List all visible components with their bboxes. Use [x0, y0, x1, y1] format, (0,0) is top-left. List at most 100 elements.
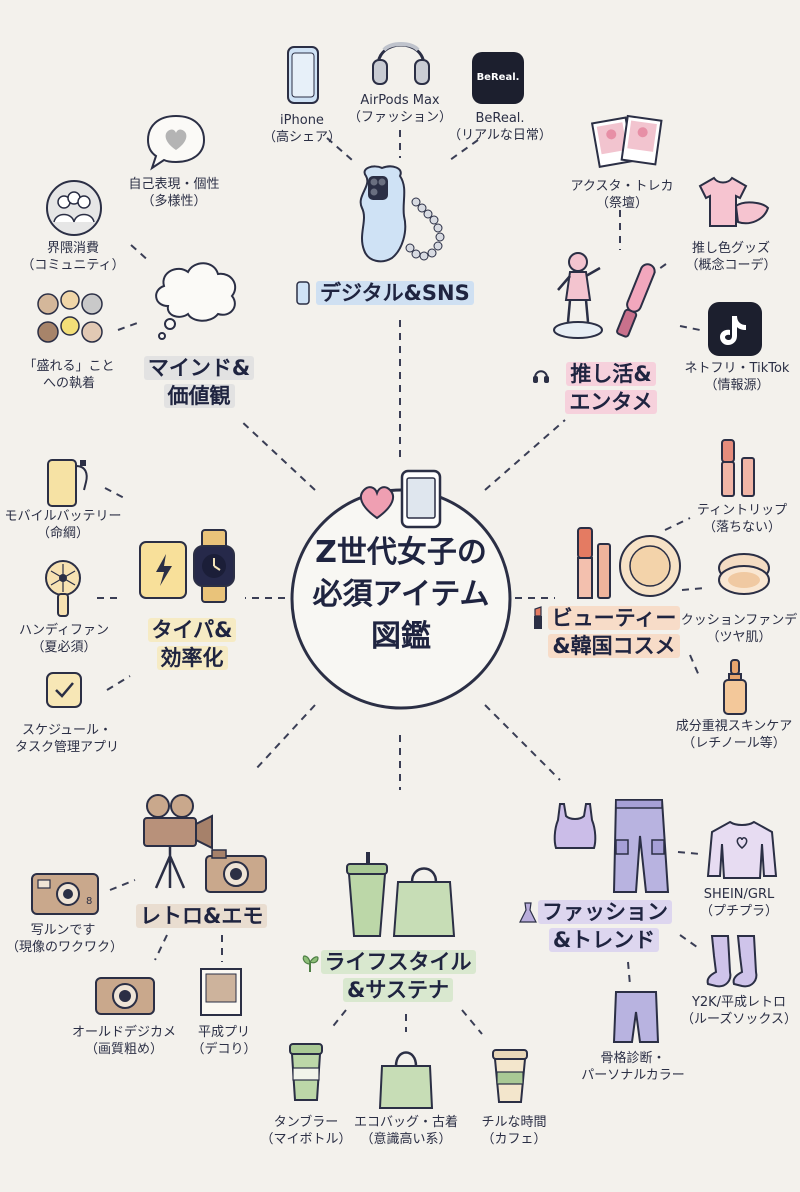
item-oldcam-note: （画質粗め）	[84, 1042, 163, 1057]
category-retro: レトロ&エモ	[136, 902, 268, 930]
item-purikura-note: （デコり）	[191, 1042, 257, 1057]
pink-tshirt-icon	[698, 176, 770, 227]
item-color-note: パーソナルカラー	[581, 1068, 685, 1083]
item-utsurun: 写ルンです （現像のワクワク）	[6, 922, 124, 956]
item-tiktok-note: （情報源）	[704, 378, 770, 393]
handy-fan-icon	[45, 560, 81, 617]
item-moreru-name: 「盛れる」こと	[23, 359, 115, 374]
category-taipa-label-2: 効率化	[156, 646, 228, 670]
category-fashion-label-2: &トレンド	[548, 928, 660, 952]
item-acsta: アクスタ・トレカ （祭壇）	[567, 178, 677, 212]
item-tiktok-name: ネトフリ・TikTok	[684, 361, 790, 376]
item-y2k-name: Y2K/平成レトロ	[691, 995, 787, 1010]
serum-bottle-icon	[723, 659, 747, 715]
title-line-2: 必須アイテム	[312, 577, 490, 612]
item-bereal-note: （リアルな日常）	[448, 128, 552, 143]
item-selfexp-name: 自己表現・個性	[128, 177, 220, 192]
category-mind-label-1: マインド&	[143, 356, 255, 380]
item-chill-note: （カフェ）	[481, 1132, 547, 1147]
category-retro-label: レトロ&エモ	[136, 904, 268, 928]
item-tumbler-name: タンブラー	[273, 1115, 339, 1130]
cosmetics-set-icon	[577, 527, 681, 599]
item-shein: SHEIN/GRL （プチプラ）	[684, 886, 794, 920]
item-airpods-note: （ファッション）	[347, 110, 452, 125]
item-chill: チルな時間 （カフェ）	[466, 1114, 562, 1148]
item-selfexp: 自己表現・個性 （多様性）	[118, 176, 230, 210]
bereal-logo-text: BeReal.	[476, 72, 520, 83]
headphones-icon	[372, 42, 430, 85]
acrylic-stand-icon	[553, 252, 603, 339]
item-iphone-note: （高シェア）	[262, 130, 341, 145]
item-fan-name: ハンディファン	[18, 623, 110, 638]
item-community-note: （コミュニティ）	[21, 258, 125, 273]
item-community-name: 界隈消費	[46, 241, 99, 256]
phone-small-icon	[296, 281, 310, 305]
category-lifestyle-label-1: ライフスタイル	[320, 950, 476, 974]
title-line-3: 図鑑	[371, 619, 431, 654]
item-airpods-name: AirPods Max	[360, 93, 440, 108]
item-tumbler-note: （マイボトル）	[260, 1132, 352, 1147]
item-skincare-note: （レチノール等）	[682, 736, 786, 751]
item-ecobag: エコバッグ・古着 （意識高い系）	[348, 1114, 464, 1148]
people-faces-icon	[37, 290, 103, 343]
item-selfexp-note: （多様性）	[141, 194, 207, 209]
smartwatch-icon	[193, 529, 235, 603]
category-beauty-label-1: ビューティー	[547, 606, 681, 630]
item-oldcam-name: オールドデジカメ	[71, 1025, 176, 1040]
sprout-icon	[302, 955, 319, 972]
item-tiktok: ネトフリ・TikTok （情報源）	[676, 360, 798, 394]
category-taipa-label-1: タイパ&	[147, 618, 237, 642]
phone-case-icon	[359, 165, 445, 263]
item-acsta-note: （祭壇）	[595, 196, 648, 211]
community-icon	[46, 180, 102, 236]
mobile-battery-icon	[47, 459, 88, 507]
item-community: 界隈消費 （コミュニティ）	[18, 240, 128, 274]
item-iphone-name: iPhone	[280, 113, 324, 128]
dress-small-icon	[519, 902, 537, 923]
smartphone-icon	[400, 469, 442, 529]
cafe-cup-icon	[492, 1049, 528, 1103]
category-oshi: 推し活& エンタメ	[556, 360, 666, 416]
iphone-icon	[287, 46, 319, 104]
item-airpods: AirPods Max （ファッション）	[345, 92, 455, 126]
loose-socks-icon	[706, 935, 758, 988]
category-fashion-label-1: ファッション	[538, 900, 672, 924]
penlight-icon	[616, 263, 656, 338]
item-skincare: 成分重視スキンケア （レチノール等）	[670, 718, 798, 752]
item-cushion-note: （ツヤ肌）	[706, 630, 772, 645]
item-purikura: 平成プリ （デコり）	[186, 1024, 262, 1058]
category-mind: マインド& 価値観	[140, 354, 258, 410]
item-purikura-name: 平成プリ	[197, 1025, 250, 1040]
item-utsurun-name: 写ルンです	[30, 923, 96, 938]
item-fan-note: （夏必須）	[31, 640, 97, 655]
sweater-icon	[706, 820, 778, 879]
disposable-camera-mark: 8	[86, 896, 93, 907]
tumbler-icon	[289, 1043, 323, 1101]
item-battery-note: （命綱）	[36, 526, 89, 541]
item-oshicolor-note: （概念コーデ）	[685, 258, 777, 273]
category-lifestyle-label-2: &サステナ	[343, 978, 453, 1002]
item-battery: モバイルバッテリー （命綱）	[4, 508, 122, 542]
item-iphone: iPhone （高シェア）	[262, 112, 342, 146]
category-oshi-label-2: エンタメ	[565, 390, 657, 414]
heart-icon	[359, 486, 395, 520]
center-title: Z世代女子の 必須アイテム 図鑑	[291, 532, 511, 658]
item-color-name: 骨格診断・	[600, 1051, 666, 1066]
crop-top-icon	[553, 803, 597, 849]
purikura-photo-icon	[200, 968, 242, 1016]
item-oshicolor-name: 推し色グッズ	[691, 241, 770, 256]
item-tint-note: （落ちない）	[702, 520, 781, 535]
item-y2k: Y2K/平成レトロ （ルーズソックス）	[680, 994, 798, 1028]
category-mind-label-2: 価値観	[163, 384, 235, 408]
tote-bag-large-icon	[392, 867, 456, 937]
item-schedule: スケジュール・ タスク管理アプリ	[4, 722, 130, 756]
item-utsurun-note: （現像のワクワク）	[6, 940, 124, 955]
compact-icon	[718, 553, 770, 595]
item-ecobag-note: （意識高い系）	[360, 1132, 452, 1147]
item-fan: ハンディファン （夏必須）	[12, 622, 116, 656]
category-digital-label: デジタル&SNS	[316, 281, 474, 305]
task-app-icon	[46, 672, 82, 708]
power-bank-icon	[139, 541, 187, 599]
shorts-icon	[612, 991, 660, 1043]
